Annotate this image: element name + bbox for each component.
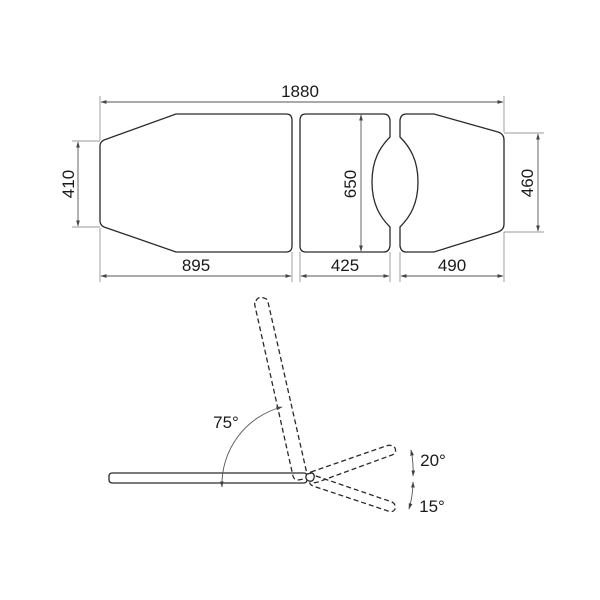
- head-width-label: 410: [59, 170, 78, 198]
- top-view: 1880 410 650 460 895 425 490: [59, 82, 544, 282]
- leg-up-angle-arc: [410, 449, 416, 477]
- leg-section-up-dashed: [308, 444, 397, 484]
- leg-section-outline: [399, 113, 505, 253]
- side-view: 75° 20° 15°: [108, 296, 446, 516]
- leg-length-label: 490: [438, 256, 466, 275]
- seat-section-outline: [299, 113, 391, 253]
- back-length-label: 895: [182, 256, 210, 275]
- backrest-angle-label: 75°: [213, 413, 239, 432]
- leg-up-angle-label: 20°: [420, 451, 446, 470]
- flat-seat-section: [108, 472, 308, 484]
- hinge-joint: [305, 472, 315, 482]
- back-section-outline: [99, 113, 293, 253]
- overall-length-label: 1880: [281, 82, 319, 101]
- seat-length-label: 425: [331, 256, 359, 275]
- middle-width-label: 650: [341, 170, 360, 198]
- leg-down-angle-label: 15°: [419, 497, 445, 516]
- foot-width-label: 460: [518, 169, 537, 197]
- backrest-angle-arc: [219, 406, 283, 488]
- raised-backrest-dashed: [254, 296, 308, 481]
- leg-down-angle-arc: [408, 481, 415, 510]
